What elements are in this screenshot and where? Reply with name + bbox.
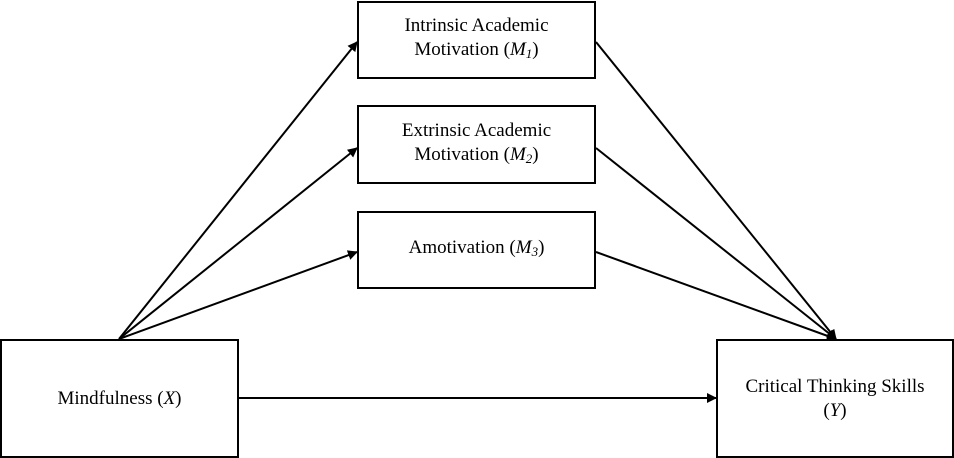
node-intrinsic-motivation-label: Intrinsic Academic Motivation (M1) xyxy=(382,14,572,66)
arrow-x-to-m2 xyxy=(118,147,358,340)
m2-line1: Extrinsic Academic xyxy=(401,119,552,141)
m1-line2: Motivation ( xyxy=(414,39,510,60)
arrow-x-to-m1 xyxy=(118,41,358,340)
m2-close: ) xyxy=(532,143,539,165)
m1-symbol: M xyxy=(509,39,526,60)
x-line1: Mindfulness ( xyxy=(57,387,164,409)
arrow-m2-to-y xyxy=(595,147,837,340)
x-close: ) xyxy=(175,387,182,409)
arrow-m1-to-y xyxy=(595,41,837,340)
y-line1: Critical Thinking Skills xyxy=(745,375,925,397)
node-intrinsic-motivation: Intrinsic Academic Motivation (M1) xyxy=(357,1,596,79)
m3-symbol: M xyxy=(515,237,532,258)
arrow-x-to-m3 xyxy=(118,250,358,340)
node-critical-thinking: Critical Thinking Skills (Y) xyxy=(716,339,954,458)
m3-close: ) xyxy=(538,237,545,258)
node-critical-thinking-label: Critical Thinking Skills (Y) xyxy=(735,375,935,423)
node-mindfulness: Mindfulness (X) xyxy=(0,339,239,458)
m1-close: ) xyxy=(532,39,539,60)
m3-subscript: 3 xyxy=(531,244,539,259)
node-amotivation-label: Amotivation (M3) xyxy=(409,236,545,264)
m1-subscript: 1 xyxy=(525,46,533,61)
m2-subscript: 2 xyxy=(525,150,533,166)
y-symbol: Y xyxy=(829,399,841,421)
m3-line1: Amotivation ( xyxy=(408,237,516,258)
m1-line1: Intrinsic Academic xyxy=(404,15,549,36)
m2-symbol: M xyxy=(509,143,526,165)
arrow-m3-to-y xyxy=(595,251,837,341)
node-extrinsic-motivation: Extrinsic Academic Motivation (M2) xyxy=(357,105,596,184)
m2-line2: Motivation ( xyxy=(414,143,510,165)
y-open: ( xyxy=(823,399,830,421)
node-mindfulness-label: Mindfulness (X) xyxy=(20,387,220,411)
x-symbol: X xyxy=(163,387,176,409)
node-amotivation: Amotivation (M3) xyxy=(357,211,596,289)
y-close: ) xyxy=(840,399,847,421)
node-extrinsic-motivation-label: Extrinsic Academic Motivation (M2) xyxy=(382,119,572,171)
